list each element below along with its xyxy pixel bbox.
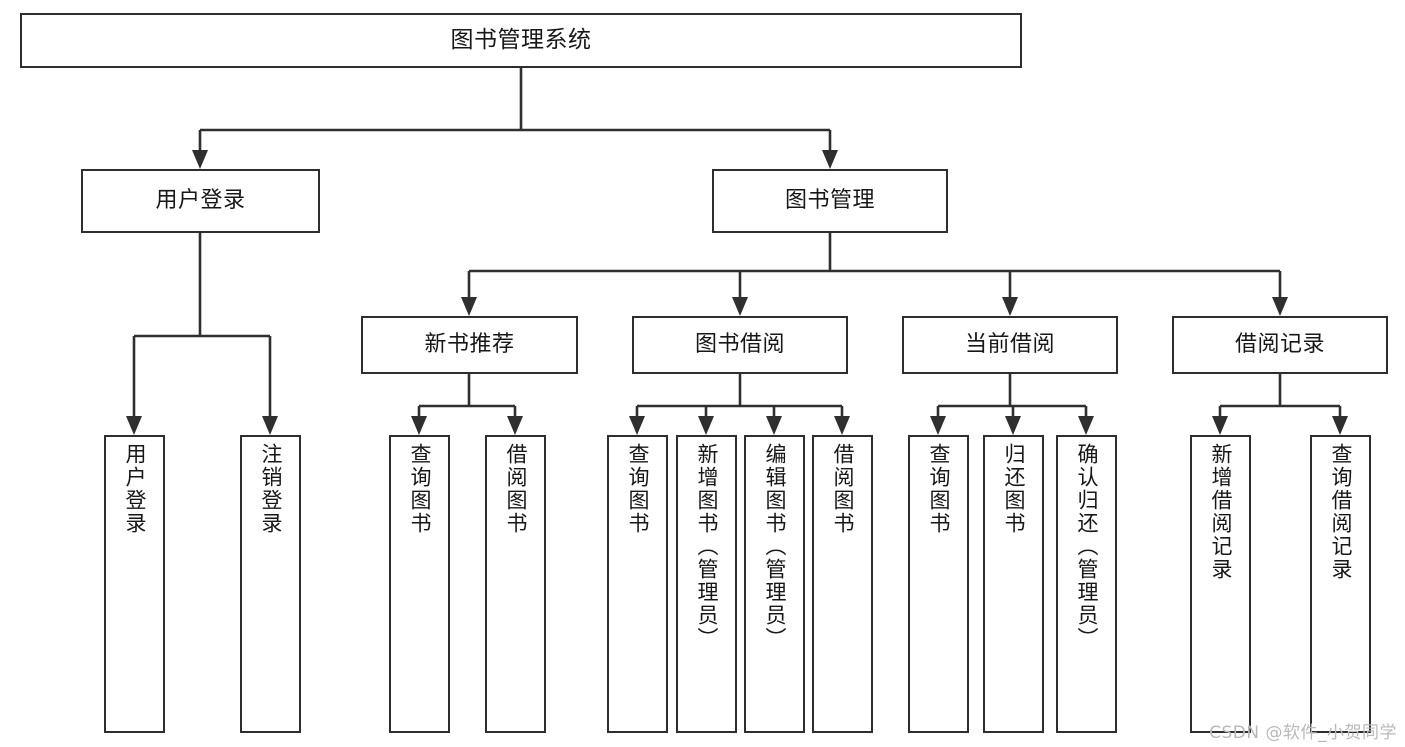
node-leaf-confirm-ret-admin-label: 确认归还（管理员） xyxy=(1075,443,1099,650)
node-leaf-borrow-book-rec[interactable]: 借阅图书 xyxy=(485,435,546,733)
node-leaf-add-record[interactable]: 新增借阅记录 xyxy=(1190,435,1251,733)
arrow-leaf-query-book xyxy=(629,416,645,435)
arrow-leaf-query-book-cur xyxy=(930,416,946,435)
node-leaf-query-book-cur[interactable]: 查询图书 xyxy=(908,435,969,733)
arrow-book-borrow xyxy=(732,297,748,316)
node-leaf-query-book-rec-label: 查询图书 xyxy=(408,443,432,535)
node-leaf-borrow-book-rec-label: 借阅图书 xyxy=(504,443,528,535)
arrow-leaf-borrow-book xyxy=(834,416,850,435)
node-leaf-edit-book-admin[interactable]: 编辑图书（管理员） xyxy=(744,435,805,733)
node-root-label: 图书管理系统 xyxy=(450,27,592,54)
node-root[interactable]: 图书管理系统 xyxy=(20,13,1022,68)
node-leaf-user-login[interactable]: 用户登录 xyxy=(104,435,165,733)
node-book-borrow[interactable]: 图书借阅 xyxy=(632,316,848,374)
node-leaf-return-book-label: 归还图书 xyxy=(1002,443,1026,535)
arrow-leaf-borrow-book-rec xyxy=(507,416,523,435)
arrow-leaf-return-book xyxy=(1005,416,1021,435)
node-borrow-record[interactable]: 借阅记录 xyxy=(1172,316,1388,374)
node-leaf-query-book-label: 查询图书 xyxy=(626,443,650,535)
arrow-current-borrow xyxy=(1002,297,1018,316)
node-leaf-add-book-admin[interactable]: 新增图书（管理员） xyxy=(676,435,737,733)
arrow-leaf-query-book-rec xyxy=(411,416,427,435)
arrow-root-to-user-login xyxy=(192,150,208,169)
arrow-leaf-edit-book-admin xyxy=(766,416,782,435)
arrow-borrow-record xyxy=(1272,297,1288,316)
node-leaf-edit-book-admin-label: 编辑图书（管理员） xyxy=(763,443,787,650)
node-user-login-label: 用户登录 xyxy=(155,188,246,214)
arrow-leaf-add-book-admin xyxy=(698,416,714,435)
arrow-leaf-query-record xyxy=(1332,416,1348,435)
node-book-borrow-label: 图书借阅 xyxy=(694,332,785,358)
node-leaf-query-book-rec[interactable]: 查询图书 xyxy=(389,435,450,733)
csdn-watermark: CSDN @软件_小贺同学 xyxy=(1209,723,1397,743)
node-leaf-query-record-label: 查询借阅记录 xyxy=(1329,443,1353,581)
node-new-book-rec[interactable]: 新书推荐 xyxy=(361,316,578,374)
node-current-borrow-label: 当前借阅 xyxy=(964,332,1055,358)
node-new-book-rec-label: 新书推荐 xyxy=(424,332,515,358)
node-leaf-logout-login-label: 注销登录 xyxy=(259,443,283,535)
node-leaf-add-record-label: 新增借阅记录 xyxy=(1209,443,1233,581)
node-leaf-query-book[interactable]: 查询图书 xyxy=(607,435,668,733)
arrow-leaf-user-login xyxy=(126,416,142,435)
node-borrow-record-label: 借阅记录 xyxy=(1234,332,1325,358)
node-leaf-confirm-ret-admin[interactable]: 确认归还（管理员） xyxy=(1056,435,1117,733)
node-user-login[interactable]: 用户登录 xyxy=(81,169,320,233)
arrow-leaf-logout-login xyxy=(262,416,278,435)
arrow-leaf-add-record xyxy=(1212,416,1228,435)
arrow-new-book-rec xyxy=(461,297,477,316)
node-leaf-query-book-cur-label: 查询图书 xyxy=(927,443,951,535)
node-leaf-add-book-admin-label: 新增图书（管理员） xyxy=(695,443,719,650)
node-leaf-query-record[interactable]: 查询借阅记录 xyxy=(1310,435,1371,733)
arrow-root-to-book-manage xyxy=(822,150,838,169)
node-leaf-logout-login[interactable]: 注销登录 xyxy=(240,435,301,733)
node-book-manage-label: 图书管理 xyxy=(784,188,875,214)
node-leaf-return-book[interactable]: 归还图书 xyxy=(983,435,1044,733)
node-leaf-borrow-book-label: 借阅图书 xyxy=(831,443,855,535)
node-leaf-borrow-book[interactable]: 借阅图书 xyxy=(812,435,873,733)
arrow-leaf-confirm-ret-admin xyxy=(1078,416,1094,435)
node-current-borrow[interactable]: 当前借阅 xyxy=(902,316,1118,374)
node-book-manage[interactable]: 图书管理 xyxy=(712,169,948,233)
node-leaf-user-login-label: 用户登录 xyxy=(123,443,147,535)
